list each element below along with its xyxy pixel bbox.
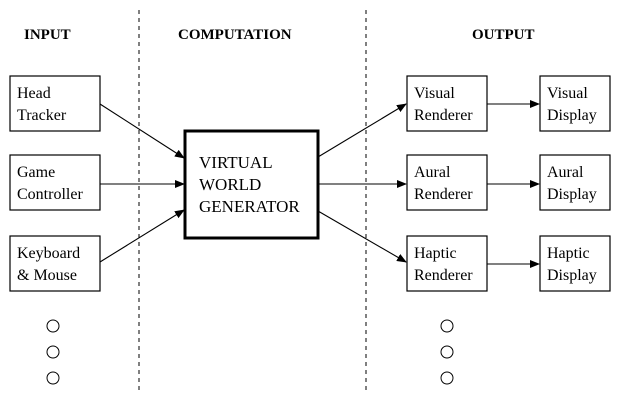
input-label-line2: Tracker bbox=[17, 107, 67, 124]
display-label-line2: Display bbox=[547, 186, 597, 203]
arrow-head-tracker-to-generator bbox=[99, 103, 185, 159]
renderer-label-line2: Renderer bbox=[414, 107, 473, 124]
generator-line2: WORLD bbox=[199, 175, 261, 194]
display-visual: Visual Display bbox=[539, 75, 611, 132]
display-label-line2: Display bbox=[547, 107, 597, 124]
arrow-generator-to-visual-renderer bbox=[317, 103, 407, 158]
renderer-label-line1: Visual bbox=[414, 85, 455, 102]
input-label-line2: Controller bbox=[17, 186, 83, 203]
virtual-world-generator: VIRTUAL WORLD GENERATOR bbox=[183, 129, 320, 240]
input-label-line2: & Mouse bbox=[17, 267, 77, 284]
input-label-line1: Keyboard bbox=[17, 245, 80, 262]
more-inputs-dot bbox=[46, 319, 60, 333]
generator-line1: VIRTUAL bbox=[199, 153, 273, 172]
renderer-label-line1: Aural bbox=[414, 164, 451, 181]
renderer-haptic: Haptic Renderer bbox=[406, 235, 488, 292]
display-label-line1: Visual bbox=[547, 85, 588, 102]
header-input: INPUT bbox=[24, 27, 71, 43]
renderer-aural: Aural Renderer bbox=[406, 154, 488, 211]
generator-line3: GENERATOR bbox=[199, 197, 300, 216]
arrow-generator-to-haptic-renderer bbox=[317, 210, 407, 263]
header-output: OUTPUT bbox=[472, 27, 535, 43]
input-label-line1: Game bbox=[17, 164, 55, 181]
renderer-label-line2: Renderer bbox=[414, 267, 473, 284]
display-label-line1: Aural bbox=[547, 164, 584, 181]
display-aural: Aural Display bbox=[539, 154, 611, 211]
more-inputs-dot bbox=[46, 345, 60, 359]
input-game-controller: Game Controller bbox=[9, 154, 101, 211]
display-haptic: Haptic Display bbox=[539, 235, 611, 292]
more-outputs-dot bbox=[440, 345, 454, 359]
header-computation: COMPUTATION bbox=[178, 27, 292, 43]
renderer-visual: Visual Renderer bbox=[406, 75, 488, 132]
display-label-line1: Haptic bbox=[547, 245, 590, 262]
input-head-tracker: Head Tracker bbox=[9, 75, 101, 132]
arrow-keyboard-mouse-to-generator bbox=[99, 209, 185, 263]
input-keyboard-mouse: Keyboard & Mouse bbox=[9, 235, 101, 292]
more-inputs-dot bbox=[46, 371, 60, 385]
more-outputs-dot bbox=[440, 319, 454, 333]
renderer-label-line2: Renderer bbox=[414, 186, 473, 203]
display-label-line2: Display bbox=[547, 267, 597, 284]
input-label-line1: Head bbox=[17, 85, 51, 102]
more-outputs-dot bbox=[440, 371, 454, 385]
renderer-label-line1: Haptic bbox=[414, 245, 457, 262]
